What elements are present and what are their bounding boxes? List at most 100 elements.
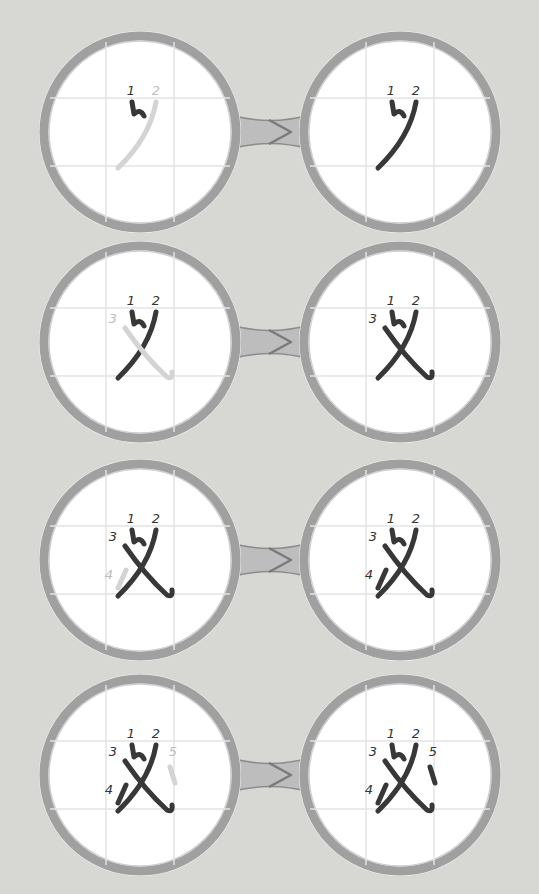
stroke-number: 5 [169, 745, 177, 758]
character-stroke [125, 761, 172, 811]
arrow-head [269, 120, 291, 144]
ring-inner [309, 251, 491, 433]
ring-highlight [300, 32, 500, 232]
ring [44, 464, 236, 656]
bridge-band [231, 758, 309, 792]
ring-inner [49, 41, 231, 223]
stroke-number: 1 [387, 512, 395, 525]
circle-outline [35, 27, 245, 237]
character-stroke [392, 312, 404, 326]
character-stroke [392, 745, 404, 759]
stroke-number: 3 [369, 745, 377, 758]
stroke-number: 1 [127, 512, 135, 525]
writing-grid [310, 252, 490, 432]
character-stroke [378, 102, 416, 168]
circle-outline [295, 670, 505, 880]
ring-inner [309, 41, 491, 223]
ring-highlight [300, 242, 500, 442]
stroke-number: 3 [109, 530, 117, 543]
stroke-number: 1 [387, 294, 395, 307]
stroke-number: 2 [412, 84, 420, 97]
stroke-circle: 1 2 3 4 5 [35, 670, 245, 880]
stroke-number: 1 [127, 294, 135, 307]
writing-grid [50, 470, 230, 650]
character-stroke [392, 530, 404, 544]
character-stroke [125, 328, 172, 378]
character-stroke [430, 767, 435, 783]
writing-grid [310, 685, 490, 865]
bridge-band [231, 543, 309, 577]
stroke-number: 1 [387, 84, 395, 97]
character-stroke [378, 570, 386, 588]
character-stroke [170, 767, 175, 783]
arrow-bridge [231, 115, 309, 149]
circle-outline [295, 455, 505, 665]
character-stroke [385, 761, 432, 811]
bridge-band [231, 325, 309, 359]
ring-inner [309, 684, 491, 866]
ring-highlight [300, 675, 500, 875]
ring-highlight [40, 460, 240, 660]
arrow-head [269, 763, 291, 787]
ring [304, 246, 496, 438]
ring-highlight [40, 242, 240, 442]
stroke-number: 3 [109, 745, 117, 758]
character-stroke [385, 546, 432, 596]
character-stroke [118, 570, 126, 588]
ring-highlight [300, 460, 500, 660]
stroke-number: 1 [127, 727, 135, 740]
ring [304, 36, 496, 228]
ring-inner [49, 469, 231, 651]
stroke-circle: 12 [35, 27, 245, 237]
circle-outline [35, 455, 245, 665]
writing-grid [50, 252, 230, 432]
ring [44, 679, 236, 871]
circle-outline [35, 237, 245, 447]
ring [304, 679, 496, 871]
stroke-number: 4 [365, 568, 373, 581]
character-stroke [132, 745, 144, 759]
stroke-number: 1 [387, 727, 395, 740]
stroke-number: 2 [152, 84, 160, 97]
stroke-number: 2 [152, 727, 160, 740]
ring-inner [49, 684, 231, 866]
arrow-bridge [231, 758, 309, 792]
writing-grid [310, 470, 490, 650]
arrow-bridge [231, 543, 309, 577]
stroke-circle: 1 2 3 [295, 237, 505, 447]
stroke-number: 2 [412, 294, 420, 307]
character-stroke [132, 312, 144, 326]
circle-outline [295, 237, 505, 447]
stroke-number: 2 [152, 512, 160, 525]
stroke-circle: 1 2 3 4 [295, 455, 505, 665]
ring-highlight [40, 675, 240, 875]
stroke-number: 4 [105, 783, 113, 796]
stroke-circle: 1 2 3 4 [35, 455, 245, 665]
stroke-number: 5 [429, 745, 437, 758]
character-stroke [132, 102, 144, 116]
stroke-number: 4 [105, 568, 113, 581]
character-stroke [125, 546, 172, 596]
stroke-number: 2 [152, 294, 160, 307]
bridge-band [231, 115, 309, 149]
character-stroke [132, 530, 144, 544]
ring [44, 246, 236, 438]
character-stroke [118, 102, 156, 168]
ring [44, 36, 236, 228]
stroke-number: 3 [369, 312, 377, 325]
circle-outline [35, 670, 245, 880]
ring [304, 464, 496, 656]
stroke-circle: 12 [295, 27, 505, 237]
stroke-number: 3 [369, 530, 377, 543]
stroke-number: 2 [412, 727, 420, 740]
writing-grid [50, 685, 230, 865]
arrow-bridge [231, 325, 309, 359]
stroke-number: 1 [127, 84, 135, 97]
circle-outline [295, 27, 505, 237]
stroke-number: 2 [412, 512, 420, 525]
character-stroke [378, 785, 386, 803]
arrow-head [269, 330, 291, 354]
ring-inner [309, 469, 491, 651]
writing-grid [50, 42, 230, 222]
stroke-number: 4 [365, 783, 373, 796]
